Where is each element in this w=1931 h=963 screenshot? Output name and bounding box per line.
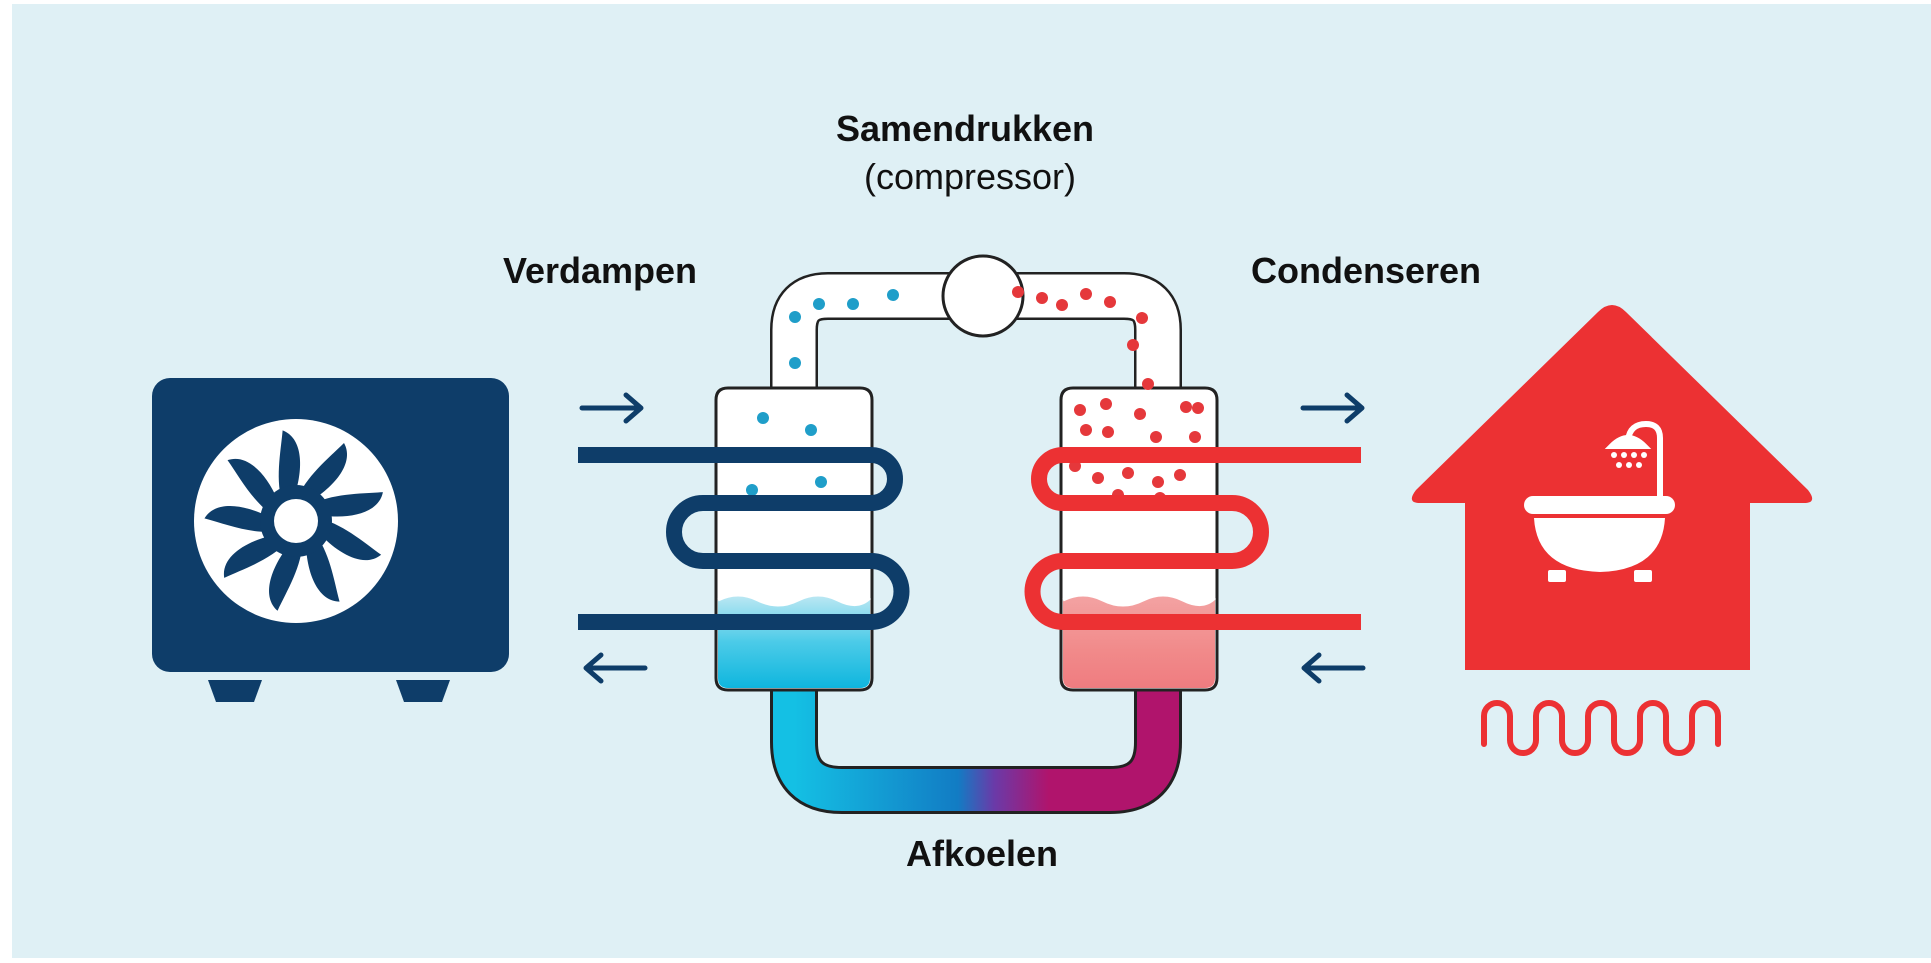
fan-unit-icon [152, 378, 509, 702]
floor-heating-icon [1481, 700, 1721, 756]
arrow-in-left [579, 392, 644, 424]
evaporator-tank [714, 386, 874, 692]
arrow-in-right [1301, 652, 1366, 684]
compressor-icon [941, 254, 1025, 338]
label-condense: Condenseren [1251, 250, 1481, 291]
label-compressor: (compressor) [864, 156, 1076, 197]
cold-particles [746, 289, 899, 496]
label-compress: Samendrukken [836, 108, 1094, 149]
fan-blades-icon [202, 428, 386, 612]
hot-coil [1024, 447, 1361, 630]
bathtub-icon [1524, 496, 1675, 582]
hot-particles [1012, 286, 1204, 504]
label-evaporate: Verdampen [503, 250, 697, 291]
arrow-out-left [583, 652, 648, 684]
label-cool: Afkoelen [906, 833, 1058, 874]
house-icon [1411, 305, 1813, 670]
cold-coil [578, 447, 910, 630]
arrow-out-right [1300, 392, 1365, 424]
shower-icon [1604, 420, 1663, 511]
